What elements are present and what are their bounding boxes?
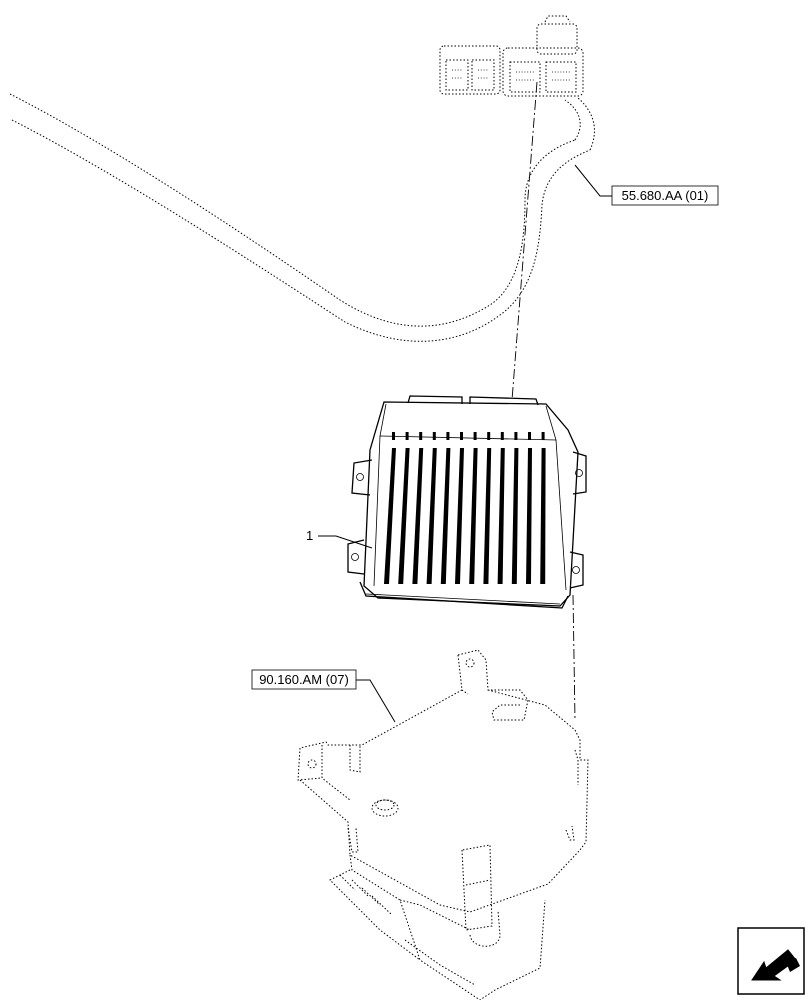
arrow-down-left-icon[interactable] [737,927,805,995]
fin-slot [500,432,504,440]
cooling-fin [455,448,464,584]
harness-ref-label: 55.680.AA (01) [622,188,709,203]
assembly-centerline [572,594,576,721]
bracket-ref-callout[interactable]: 90.160.AM (07) [251,669,357,690]
fin-slot [528,432,531,440]
cooling-fin [412,448,424,584]
fin-slot [487,432,491,440]
cooling-fin [526,448,532,584]
fin-slot [419,432,423,440]
fin-slot [514,432,518,440]
fin-slot [392,432,395,440]
cooling-fin [483,448,492,584]
item-1-leader [318,535,373,549]
harness-connectors [439,15,584,97]
wiring-harness [9,93,595,342]
control-unit [347,395,587,609]
cooling-fin [540,448,546,584]
assembly-centerline [511,81,538,401]
cooling-fin [469,448,478,584]
fin-slot [405,432,409,440]
fin-slot [432,432,436,440]
fin-slot [541,432,545,440]
fin-slot [460,432,463,440]
bracket-ref-label: 90.160.AM (07) [259,672,349,687]
fin-slot [473,432,477,440]
fin-slot [446,432,450,440]
harness-ref-callout[interactable]: 55.680.AA (01) [611,185,719,206]
item-1-label: 1 [306,528,313,543]
cooling-fin [384,448,396,584]
harness-ref-leader [574,164,612,197]
mounting-bracket [297,649,589,1000]
cooling-fin [497,448,505,584]
bracket-ref-leader [356,679,396,723]
cooling-fin [426,448,437,584]
cooling-fin [511,448,519,584]
cooling-fin [440,448,451,584]
cooling-fins [384,432,546,584]
cooling-fin [398,448,410,584]
